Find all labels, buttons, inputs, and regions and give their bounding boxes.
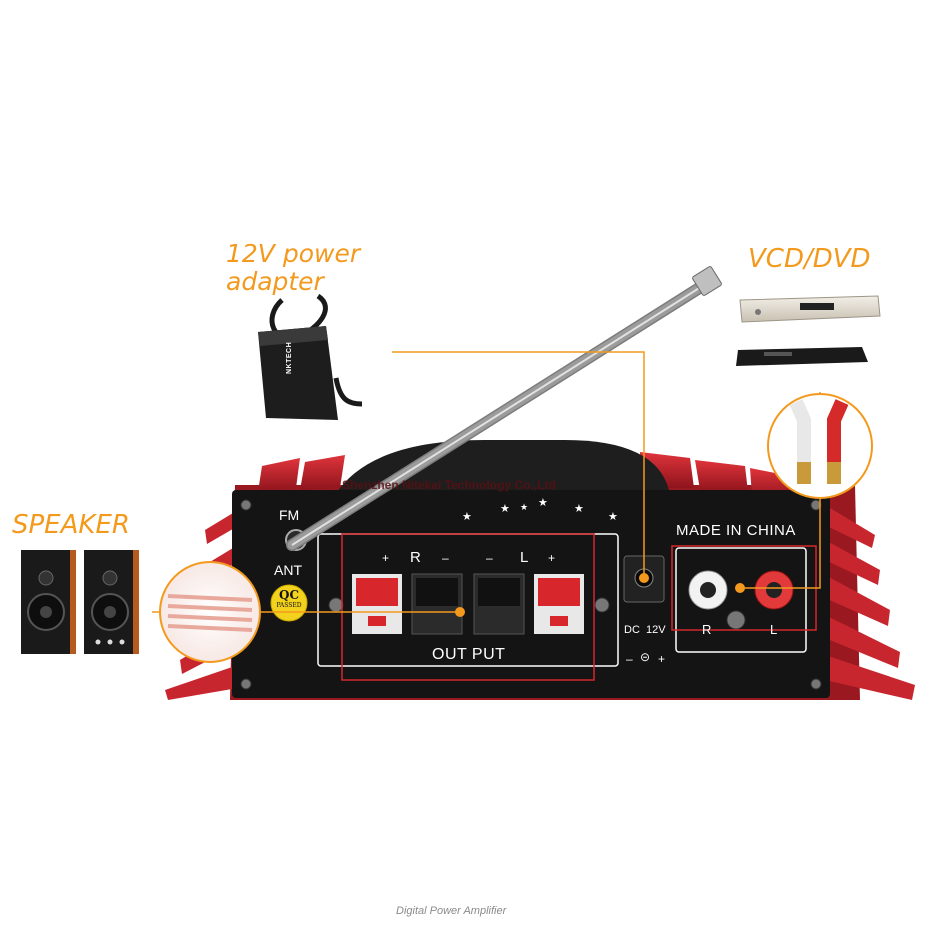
power-adapter-callout-line2: adapter (226, 267, 324, 296)
rca-input-frame (675, 547, 807, 653)
made-in-label: MADE IN CHINA (676, 522, 796, 539)
qc-badge-top: QC (278, 588, 299, 602)
source-callout: VCD/DVD (748, 244, 871, 274)
terminal-plus-left: + (382, 551, 390, 565)
terminal-l-label: L (520, 549, 529, 566)
svg-text:★: ★ (574, 502, 584, 515)
speaker-callout: SPEAKER (12, 510, 130, 540)
speaker-left (21, 550, 76, 654)
power-adapter-callout-line1: 12V power (226, 239, 361, 268)
svg-text:★: ★ (520, 503, 528, 513)
rca-l-label: L (770, 622, 778, 637)
terminal-minus-left: – (442, 551, 449, 565)
terminal-minus-right: – (486, 551, 493, 565)
dvd-player-silver (739, 295, 881, 323)
ant-label: ANT (274, 562, 302, 578)
corner-screws (240, 499, 822, 690)
qc-badge-bottom: PASSED (276, 602, 302, 609)
speaker-wire-inset (159, 561, 261, 663)
dc-polarity-minus: – (626, 652, 633, 666)
speaker-terminals (352, 573, 584, 635)
company-label: Shenzhen Nitekai Technology Co.,Ltd (342, 478, 556, 492)
decorative-stars: ★ ★ ★ ★ ★ ★ (462, 496, 618, 523)
qc-badge-text: QC PASSED (274, 589, 304, 610)
dc-polarity-symbol: ⊝ (640, 650, 651, 664)
footer-caption: Digital Power Amplifier (396, 905, 507, 917)
terminal-r-label: R (410, 549, 421, 566)
adapter-brand-label: NKTECH (286, 341, 293, 374)
svg-text:★: ★ (500, 502, 510, 515)
dc-polarity-plus: + (658, 652, 666, 666)
svg-text:★: ★ (608, 510, 618, 523)
rca-jacks (688, 570, 794, 610)
fm-label: FM (279, 507, 300, 523)
dvd-player-black (736, 347, 868, 366)
terminal-plus-right: + (548, 551, 556, 565)
rca-cable-inset (767, 393, 873, 499)
dc-label: DC (624, 624, 640, 636)
svg-text:★: ★ (538, 496, 548, 509)
svg-text:★: ★ (462, 510, 472, 523)
dc-voltage-label: 12V (646, 624, 666, 636)
power-adapter-callout: 12V power adapter (226, 240, 360, 296)
power-adapter (258, 293, 363, 420)
speaker-right (84, 550, 139, 654)
output-label: OUT PUT (432, 646, 506, 663)
rca-r-label: R (702, 622, 712, 637)
telescopic-antenna (286, 266, 722, 551)
output-highlight-box (341, 533, 595, 681)
